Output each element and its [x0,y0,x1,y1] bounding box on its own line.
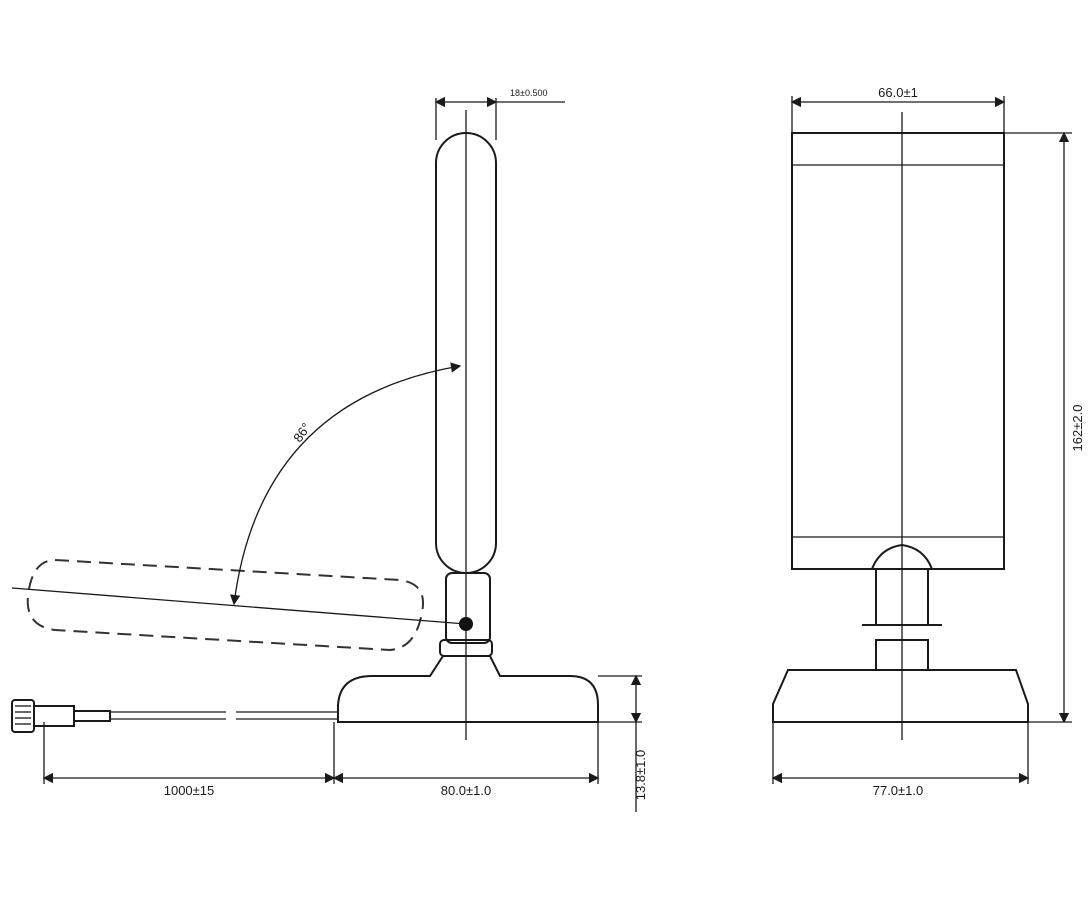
connector-body [33,705,75,727]
angle-label: 86° [290,420,314,445]
base-height-label: 13.8±1.0 [633,750,648,801]
front-base [772,669,1029,723]
front-base-width-label: 77.0±1.0 [873,783,924,798]
front-width-label: 66.0±1 [878,85,918,100]
top-thickness-label: 18±0.500 [510,88,547,98]
total-height-label: 162±2.0 [1070,405,1085,452]
side-tilted-centerline [11,587,467,625]
cable-strain-relief [73,710,111,722]
front-neck-cap [870,543,934,570]
cable-length-label: 1000±15 [164,783,215,798]
side-hinge [445,572,491,644]
side-view: 86° 18±0.500 1000±15 80.0±1.0 13.8±1.0 [11,88,648,812]
angle-arc [229,362,462,606]
front-view: 66.0±1 162±2.0 77.0±1.0 [771,85,1085,798]
sma-connector [11,699,35,733]
base-length-label: 80.0±1.0 [441,783,492,798]
side-tilted-blade-outline [26,558,424,652]
side-base [337,655,599,723]
front-antenna-panel [791,132,1005,570]
